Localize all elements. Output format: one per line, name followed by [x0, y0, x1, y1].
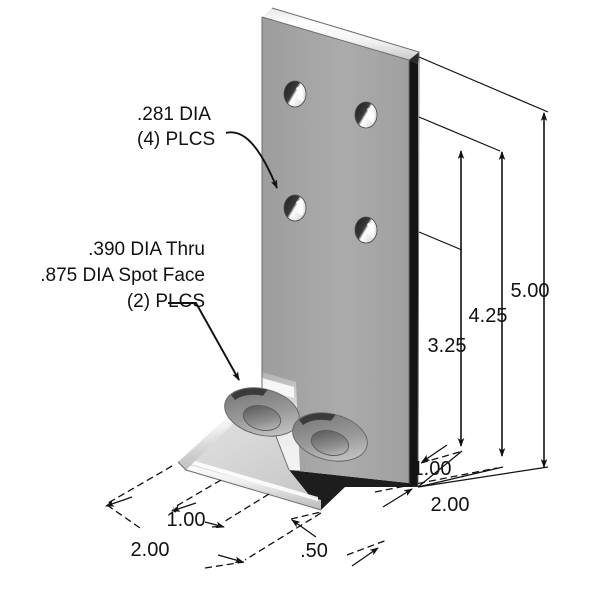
dim-arrow-1-00-left-a — [171, 502, 197, 512]
dim-line-1-00-right — [420, 450, 464, 464]
vertical-dimensions — [417, 56, 549, 488]
dim-arrow-50-a — [291, 519, 317, 538]
note-spotface-line-1: .390 DIA Thru — [88, 239, 205, 260]
vertical-leg-holes — [283, 80, 378, 244]
vertical-leg-face — [262, 17, 409, 483]
dim-value-0-50: .50 — [300, 540, 328, 562]
fillet-highlight — [262, 378, 294, 398]
spotface-leader — [168, 302, 240, 381]
note-spotface-line-3: (2) PLCS — [127, 291, 205, 312]
ext-1-00-left-b — [221, 493, 270, 524]
right-iso-dimensions — [374, 444, 498, 508]
ext-2-00-left-a — [107, 465, 173, 504]
horizontal-flange-face — [178, 400, 321, 510]
ext-line-base-2 — [417, 466, 504, 488]
note-spotface-line-2: .875 DIA Spot Face — [40, 265, 205, 286]
bracket-dark-side-face — [289, 470, 418, 510]
ext-line-425 — [418, 116, 501, 152]
hole-upper-right — [354, 101, 378, 129]
ext-line-base-3 — [417, 466, 549, 488]
spot-face-holes — [224, 387, 368, 462]
dim-line-2-00-right — [374, 467, 498, 493]
dim-arrow-1-00-left-b — [204, 521, 225, 529]
dim-value-4-25: 4.25 — [469, 305, 508, 327]
small-holes-leader — [225, 131, 278, 189]
spot-face-hole-rear — [224, 387, 300, 437]
dim-value-2-00-left: 2.00 — [131, 539, 170, 561]
ext-2-00-left-b — [244, 512, 322, 561]
flange-front-edge-highlight — [180, 457, 318, 501]
dim-arrow-2-00-right — [382, 488, 413, 508]
dim-value-2-00-right: 2.00 — [431, 494, 470, 516]
dim-line-2-00-left-1 — [106, 504, 141, 529]
dim-value-5-00: 5.00 — [511, 280, 550, 302]
dim-arrow-2-00-left-a — [105, 496, 133, 507]
ext-1-00-left-a — [172, 479, 222, 509]
dim-value-3-25: 3.25 — [428, 335, 467, 357]
annotation-notes: .281 DIA (4) PLCS .390 DIA Thru .875 DIA… — [40, 104, 215, 312]
dim-line-50-a — [290, 511, 322, 520]
vertical-leg-top-edge-dark — [409, 52, 419, 64]
vertical-leg-top-bevel — [262, 8, 419, 60]
spot-face-hole-front — [292, 412, 368, 462]
ext-line-base-1 — [417, 450, 463, 488]
dim-line-2-00-left-2 — [204, 561, 245, 569]
dim-value-1-00-right: 1.00 — [413, 458, 452, 480]
ext-line-325 — [418, 231, 463, 251]
bottom-dimensions — [105, 465, 388, 569]
note-small-holes-line-1: .281 DIA — [137, 104, 211, 125]
dim-arrow-1-00-right — [421, 444, 448, 463]
note-small-holes-line-2: (4) PLCS — [137, 129, 215, 150]
hole-lower-right — [354, 216, 378, 244]
dim-line-50-b — [346, 539, 388, 556]
dimension-values: 5.00 4.25 3.25 1.00 2.00 1.00 2.00 .50 — [131, 280, 550, 562]
dim-arrow-2-00-left-b — [217, 554, 244, 564]
hole-upper-left — [283, 80, 307, 108]
leader-lines — [168, 131, 278, 381]
dim-value-1-00-left: 1.00 — [167, 509, 206, 531]
hole-lower-left — [283, 194, 307, 222]
flange-front-edge — [178, 462, 321, 510]
vertical-leg-dark-edge — [409, 60, 418, 487]
dim-arrow-50-b — [351, 547, 379, 567]
ext-line-top — [418, 56, 549, 113]
